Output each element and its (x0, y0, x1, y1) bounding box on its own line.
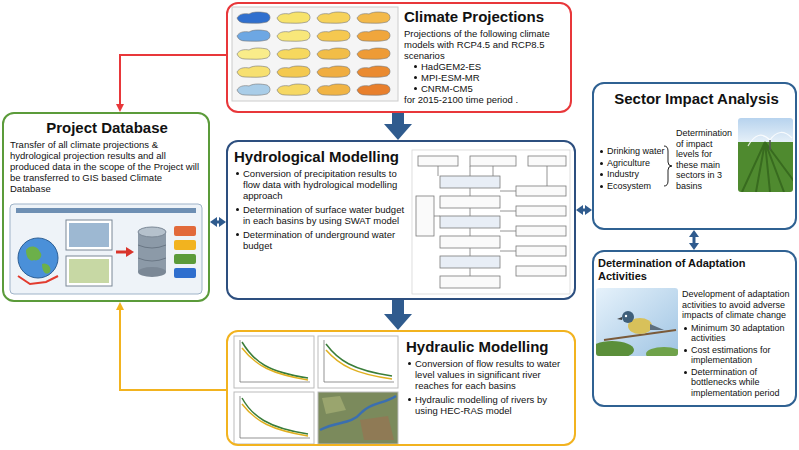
box-heading: Project Database (10, 119, 204, 137)
box-heading: Hydraulic Modelling (406, 338, 570, 356)
bullet-text: Agriculture (598, 158, 666, 169)
body-text: for 2015-2100 time period . (404, 94, 568, 105)
bullet-text: Hydraulic modelling of rivers by using H… (406, 394, 570, 416)
text-column: Drinking waterAgricultureIndustryEcosyst… (598, 146, 666, 192)
process-box: Hydrological ModellingConversion of prec… (226, 140, 576, 300)
database-illustration (10, 204, 202, 294)
text-column: Hydrological ModellingConversion of prec… (234, 148, 410, 254)
flow-arrow (120, 55, 226, 104)
box-heading: Climate Projections (404, 8, 568, 26)
bullet-text: Cost estimations for implementation (682, 345, 793, 366)
climate-map-grid (232, 7, 398, 101)
text-column: Climate ProjectionsProjections of the fo… (404, 8, 568, 105)
bullet-text: Determination of underground water budge… (234, 229, 410, 251)
field-photo (738, 118, 793, 192)
process-box: Hydraulic ModellingConversion of flow re… (226, 330, 576, 446)
flow-arrow (693, 237, 696, 243)
swat-flowchart (412, 150, 570, 294)
bullet-text: HadGEM2-ES (412, 61, 568, 72)
bullet-text: MPI-ESM-MR (412, 72, 568, 83)
box-heading: Hydrological Modelling (234, 148, 410, 166)
text-column: Project DatabaseTransfer of all climate … (10, 119, 204, 194)
adaptation-box: Determination of Adaptation ActivitiesDe… (592, 250, 797, 407)
body-text: Transfer of all climate projections & hy… (10, 139, 204, 194)
text-column: Development of adaptation activities to … (682, 289, 793, 399)
flow-arrow (392, 300, 404, 314)
climate-box: Climate ProjectionsProjections of the fo… (226, 2, 572, 113)
bullet-text: Ecosystem (598, 181, 666, 192)
flow-arrow (120, 310, 226, 390)
hydraulic-charts (234, 336, 398, 444)
body-text: Development of adaptation activities to … (682, 289, 793, 321)
text-column: Determination of impact levels for these… (676, 128, 736, 193)
sector-box: Sector Impact AnalysisDrinking waterAgri… (592, 82, 797, 230)
sector-bracket (664, 146, 672, 186)
bullet-text: Minimum 30 adaptation activities (682, 323, 793, 344)
flow-arrow (217, 221, 219, 224)
bullet-text: Conversion of precipitation results to f… (234, 168, 410, 201)
bullet-text: Determination of bottlenecks while imple… (682, 367, 793, 399)
body-text: Determination of impact levels for these… (676, 128, 736, 191)
text-column: Determination of Adaptation Activities (598, 257, 795, 285)
flow-arrow (583, 209, 585, 212)
bullet-text: Conversion of flow results to water leve… (406, 358, 570, 391)
flow-arrow (392, 113, 404, 124)
database-box: Project DatabaseTransfer of all climate … (2, 112, 210, 302)
box-heading: Sector Impact Analysis (598, 90, 795, 108)
bird-photo (596, 288, 678, 356)
bullet-text: CNRM-CM5 (412, 83, 568, 94)
body-text: Projections of the following climate mod… (404, 28, 568, 61)
bullet-text: Drinking water (598, 146, 666, 157)
box-heading: Determination of Adaptation Activities (598, 257, 795, 283)
text-column: Sector Impact Analysis (598, 90, 795, 110)
bullet-text: Industry (598, 169, 666, 180)
text-column: Hydraulic ModellingConversion of flow re… (406, 338, 570, 419)
bullet-text: Determination of surface water budget in… (234, 204, 410, 226)
